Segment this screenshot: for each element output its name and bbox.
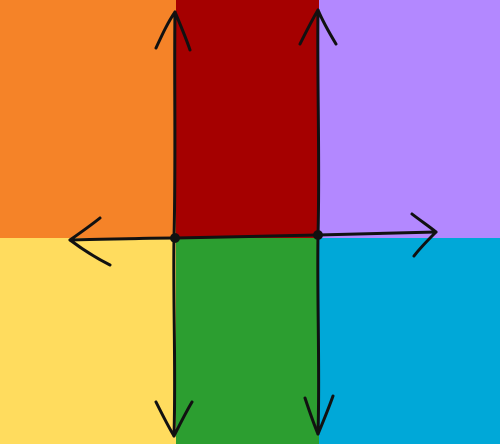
junction-points xyxy=(170,230,323,243)
up-arrow-left xyxy=(154,10,192,52)
bottom-center-region xyxy=(176,238,319,444)
down-arrow-left xyxy=(154,400,194,438)
left-vertical-line xyxy=(172,10,177,438)
right-arrow xyxy=(410,212,438,258)
right-junction-point xyxy=(313,230,323,240)
right-vertical-line xyxy=(316,8,321,436)
horizontal-line xyxy=(68,230,438,242)
left-junction-point xyxy=(170,233,180,243)
top-left-region xyxy=(0,0,176,238)
up-arrow-right xyxy=(298,8,338,46)
down-arrow-right xyxy=(303,394,335,436)
arrowheads xyxy=(68,8,438,438)
left-arrow xyxy=(68,216,112,267)
top-center-region xyxy=(176,0,319,238)
top-right-region xyxy=(319,0,500,238)
bottom-right-region xyxy=(319,238,500,444)
bottom-left-region xyxy=(0,238,176,444)
